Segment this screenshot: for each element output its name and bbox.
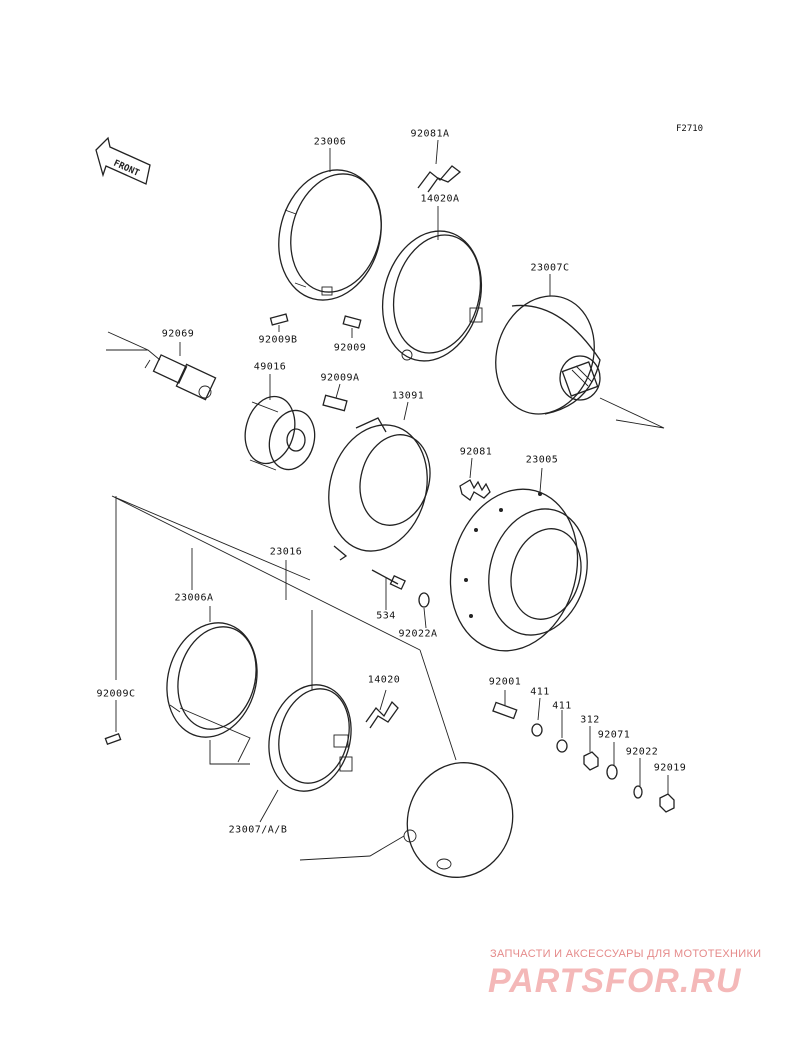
part-cap-cover [403, 762, 514, 878]
callout-23006: 23006 [313, 136, 347, 148]
callout-23007-a-b: 23007/A/B [228, 824, 288, 836]
callout-23016: 23016 [269, 546, 303, 558]
part-23006a-rim [166, 622, 258, 738]
callout-92022: 92022 [625, 746, 659, 758]
watermark-logo: PARTSFOR.RU [488, 962, 742, 1000]
part-92081-spring [459, 479, 491, 501]
callout-49016: 49016 [253, 361, 287, 373]
diagram-ref-code: F2710 [676, 124, 704, 134]
callout-92022a: 92022A [398, 628, 438, 640]
part-92022a-washer [418, 592, 430, 608]
callout-14020: 14020 [367, 674, 401, 686]
callout-92071: 92071 [597, 729, 631, 741]
part-23005-case [449, 488, 588, 652]
callout-312: 312 [580, 714, 600, 726]
part-92069-bulb [144, 354, 217, 401]
callout-411-a: 411 [530, 686, 550, 698]
part-49016-socket-cover [244, 395, 316, 471]
callout-92069: 92069 [161, 328, 195, 340]
leader-lines [106, 139, 669, 861]
part-92071-washer [606, 764, 618, 780]
part-534-bolt [371, 569, 406, 590]
callout-92009a: 92009A [320, 372, 360, 384]
part-92081a-clip [417, 165, 462, 193]
callout-23007c: 23007C [530, 262, 570, 274]
part-13091-housing [328, 417, 431, 561]
callout-92001: 92001 [488, 676, 522, 688]
part-92009c-screw [104, 732, 122, 746]
callout-92081: 92081 [459, 446, 493, 458]
part-14020-clip [365, 700, 399, 729]
part-23007c-housing [495, 295, 601, 415]
callout-92019: 92019 [653, 762, 687, 774]
part-92009a-screw [322, 394, 348, 412]
part-411-washer-b [556, 739, 568, 753]
callout-14020a: 14020A [420, 193, 460, 205]
part-23007-lens-unit [268, 684, 353, 792]
front-arrow-icon: FRONT [95, 136, 151, 185]
callout-13091: 13091 [391, 390, 425, 402]
part-92009b-screw [269, 313, 289, 326]
part-312-nut [583, 751, 599, 771]
part-92009-screw [342, 315, 362, 329]
callout-534: 534 [376, 610, 396, 622]
front-arrow-label: FRONT [112, 159, 141, 179]
callout-92009c: 92009C [96, 688, 136, 700]
callout-92009b: 92009B [258, 334, 298, 346]
callout-23006a: 23006A [174, 592, 214, 604]
part-14020a-band [381, 230, 483, 362]
callout-92081a: 92081A [410, 128, 450, 140]
callout-92009: 92009 [333, 342, 367, 354]
part-92019-nut [659, 793, 675, 813]
part-23006-rim [278, 169, 382, 301]
part-411-washer-a [531, 723, 543, 737]
part-92022-washer [633, 785, 643, 799]
callout-411-b: 411 [552, 700, 572, 712]
callout-23005: 23005 [525, 454, 559, 466]
part-92001-bolt [492, 701, 518, 720]
watermark-tagline: ЗАПЧАСТИ И АКСЕССУАРЫ ДЛЯ МОТОТЕХНИКИ [490, 948, 762, 960]
